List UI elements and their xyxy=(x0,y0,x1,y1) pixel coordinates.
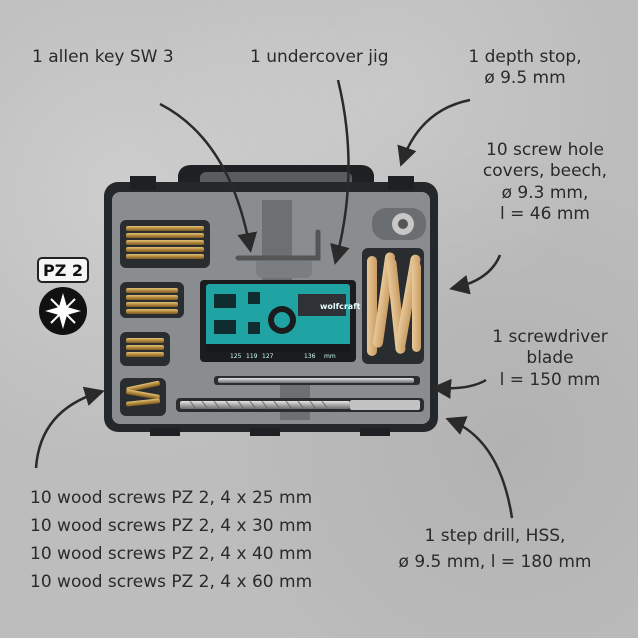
label-screw-hole-covers: 10 screw hole covers, beech, ø 9.3 mm, l… xyxy=(470,140,620,225)
screw-compartments xyxy=(120,220,210,416)
label-screws-line2: 10 wood screws PZ 2, 4 x 30 mm xyxy=(30,516,313,536)
arrow-depth-stop xyxy=(397,98,471,167)
label-drill-line1: 1 step drill, HSS, xyxy=(424,526,566,546)
label-blade-line2: blade xyxy=(526,348,574,369)
pz2-badge: PZ 2 xyxy=(37,257,89,337)
label-allen-key: 1 allen key SW 3 xyxy=(32,47,174,67)
arrow-jig xyxy=(330,79,350,265)
arrow-covers xyxy=(449,254,502,295)
label-wood-screws: 10 wood screws PZ 2, 4 x 25 mm 10 wood s… xyxy=(30,484,312,596)
label-blade-line3: l = 150 mm xyxy=(499,369,601,390)
label-screws-line3: 10 wood screws PZ 2, 4 x 40 mm xyxy=(30,544,313,564)
pozidriv-icon xyxy=(39,287,87,335)
label-screws-line1: 10 wood screws PZ 2, 4 x 25 mm xyxy=(30,488,313,508)
label-covers-line1: 10 screw hole xyxy=(486,140,604,160)
arrow-drill xyxy=(445,416,514,519)
undercover-jig: wolfcraft 125 119 127 136 mm xyxy=(200,280,361,362)
jig-scale-unit: mm xyxy=(324,353,336,360)
arrow-allen-key xyxy=(159,102,258,253)
pz2-label: PZ 2 xyxy=(37,257,89,283)
label-step-drill: 1 step drill, HSS, ø 9.5 mm, l = 180 mm xyxy=(380,523,610,575)
label-screws-line4: 10 wood screws PZ 2, 4 x 60 mm xyxy=(30,572,313,592)
jig-column xyxy=(256,200,312,420)
jig-brand: wolfcraft xyxy=(320,302,361,311)
label-blade-line1: 1 screwdriver xyxy=(492,327,608,347)
jig-scale-1: 125 xyxy=(230,353,242,360)
screw-hole-covers xyxy=(362,248,424,364)
depth-stop xyxy=(372,208,426,240)
jig-scale-2: 119 xyxy=(246,353,258,360)
jig-scale-3: 127 xyxy=(262,353,274,360)
label-undercover-jig: 1 undercover jig xyxy=(250,47,389,67)
label-depth-stop-line2: ø 9.5 mm xyxy=(484,68,566,89)
label-screwdriver-blade: 1 screwdriver blade l = 150 mm xyxy=(475,327,625,391)
label-drill-line2: ø 9.5 mm, l = 180 mm xyxy=(398,552,592,572)
screwdriver-blade xyxy=(214,376,420,385)
label-covers-line4: l = 46 mm xyxy=(500,203,590,224)
label-depth-stop-line1: 1 depth stop, xyxy=(468,47,582,67)
label-depth-stop: 1 depth stop, ø 9.5 mm xyxy=(450,47,600,90)
callout-arrows xyxy=(34,79,514,519)
pozidriv-cross-icon xyxy=(45,293,81,329)
step-drill xyxy=(176,398,424,412)
label-covers-line2: covers, beech, xyxy=(482,161,608,182)
arrow-blade xyxy=(431,378,487,399)
label-covers-line3: ø 9.3 mm, xyxy=(501,182,589,203)
allen-key xyxy=(235,229,321,261)
jig-scale-4: 136 xyxy=(304,353,316,360)
arrow-screws xyxy=(34,386,105,469)
